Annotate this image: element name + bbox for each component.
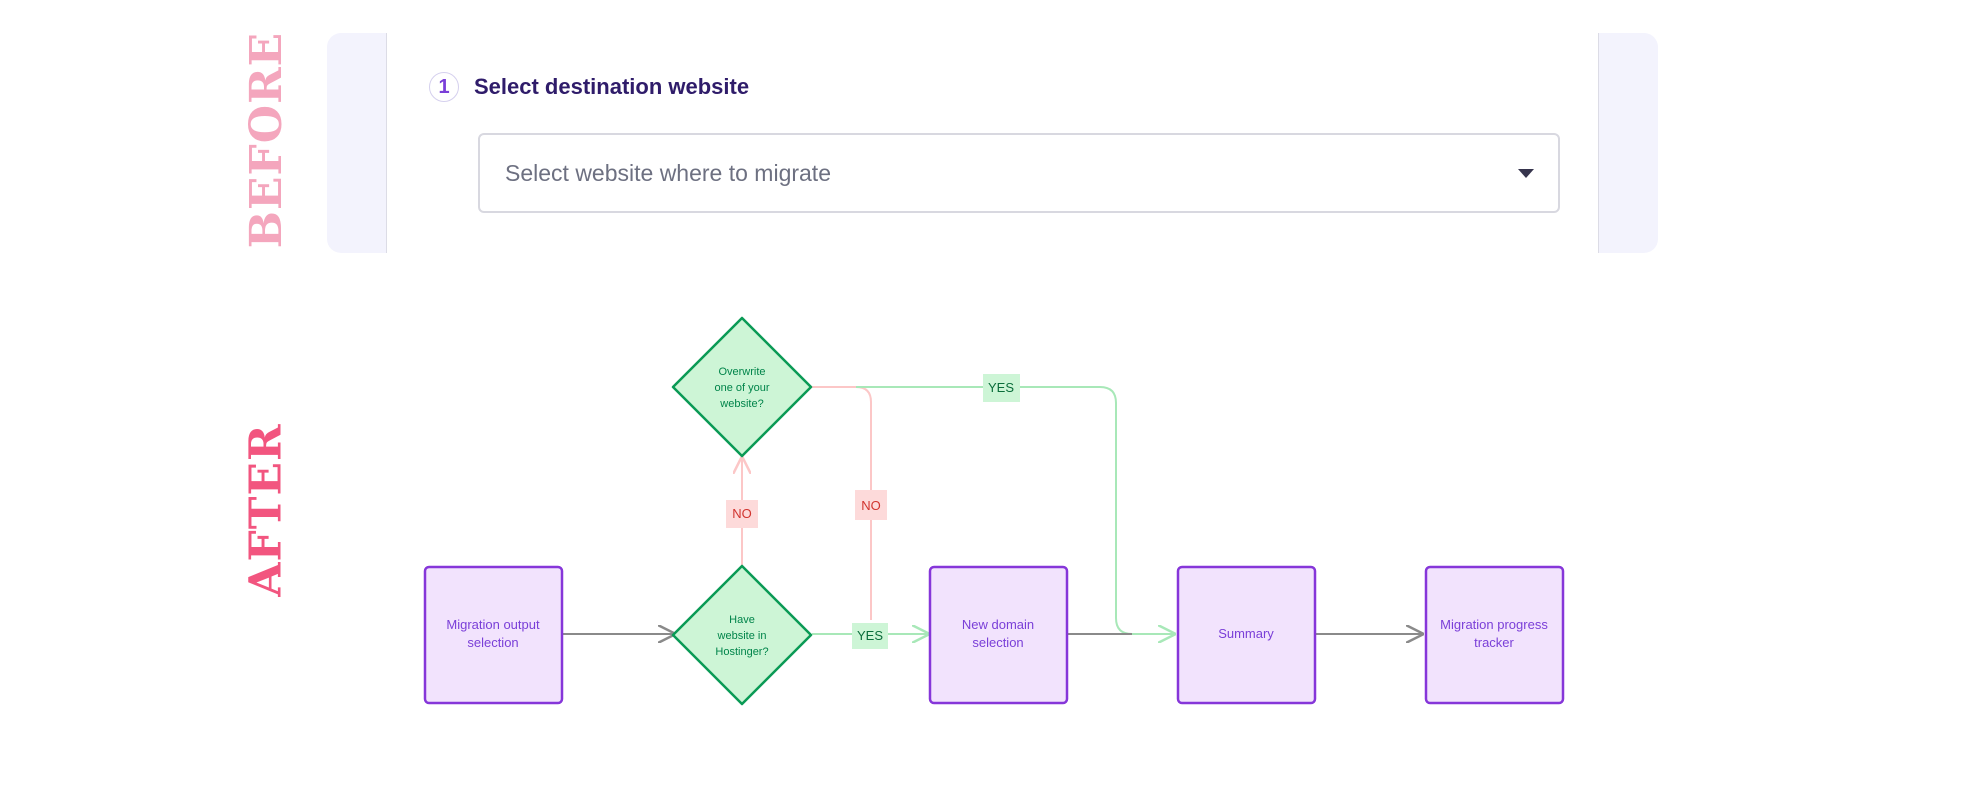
destination-website-select[interactable]: Select website where to migrate [478,133,1560,213]
node-label-have-website: Have website in Hostinger? [715,614,768,658]
node-label-migration-output: Migration output selection [446,617,540,650]
edge-label-overwrite-yes-text: YES [988,380,1014,395]
edge-label-have-yes-text: YES [857,628,883,643]
process-box-summary [1176,565,1317,705]
edge-label-overwrite-yes: YES [983,374,1020,402]
chevron-down-icon[interactable] [1518,168,1534,178]
node-label-line: website in [717,630,767,642]
edge-label-have-no-text: NO [732,506,752,521]
step-title: Select destination website [474,74,750,99]
node-label-line: one of your [714,382,769,394]
edge-label-overwrite-no-text: NO [861,498,881,513]
process-box-progress-tracker [1424,565,1565,705]
edge-label-have-no: NO [726,500,758,528]
destination-select-placeholder: Select website where to migrate [505,159,831,186]
node-label-line: Migration progress [1440,617,1548,632]
node-label-progress-tracker: Migration progress tracker [1440,617,1548,650]
step-number-badge: 1 [429,72,459,102]
node-label-line: website? [719,398,763,410]
node-label-line: Summary [1218,626,1274,641]
decision-have-website [671,564,813,706]
edge-label-have-yes: YES [852,623,888,649]
node-label-summary: Summary [1218,626,1274,641]
node-label-line: Migration output [446,617,540,632]
node-label-line: New domain [962,617,1034,632]
node-label-line: selection [972,635,1023,650]
edge-label-overwrite-no: NO [855,490,887,520]
process-box-new-domain [928,565,1069,705]
node-label-line: Have [729,614,755,626]
process-box-migration-output [423,565,564,705]
node-label-overwrite: Overwrite one of your website? [714,366,769,410]
node-label-line: selection [467,635,518,650]
node-label-line: tracker [1474,635,1514,650]
decision-overwrite [671,316,813,458]
node-label-new-domain: New domain selection [962,617,1034,650]
node-label-line: Overwrite [718,366,765,378]
node-label-line: Hostinger? [715,646,768,658]
step-header: 1 Select destination website [429,70,749,104]
